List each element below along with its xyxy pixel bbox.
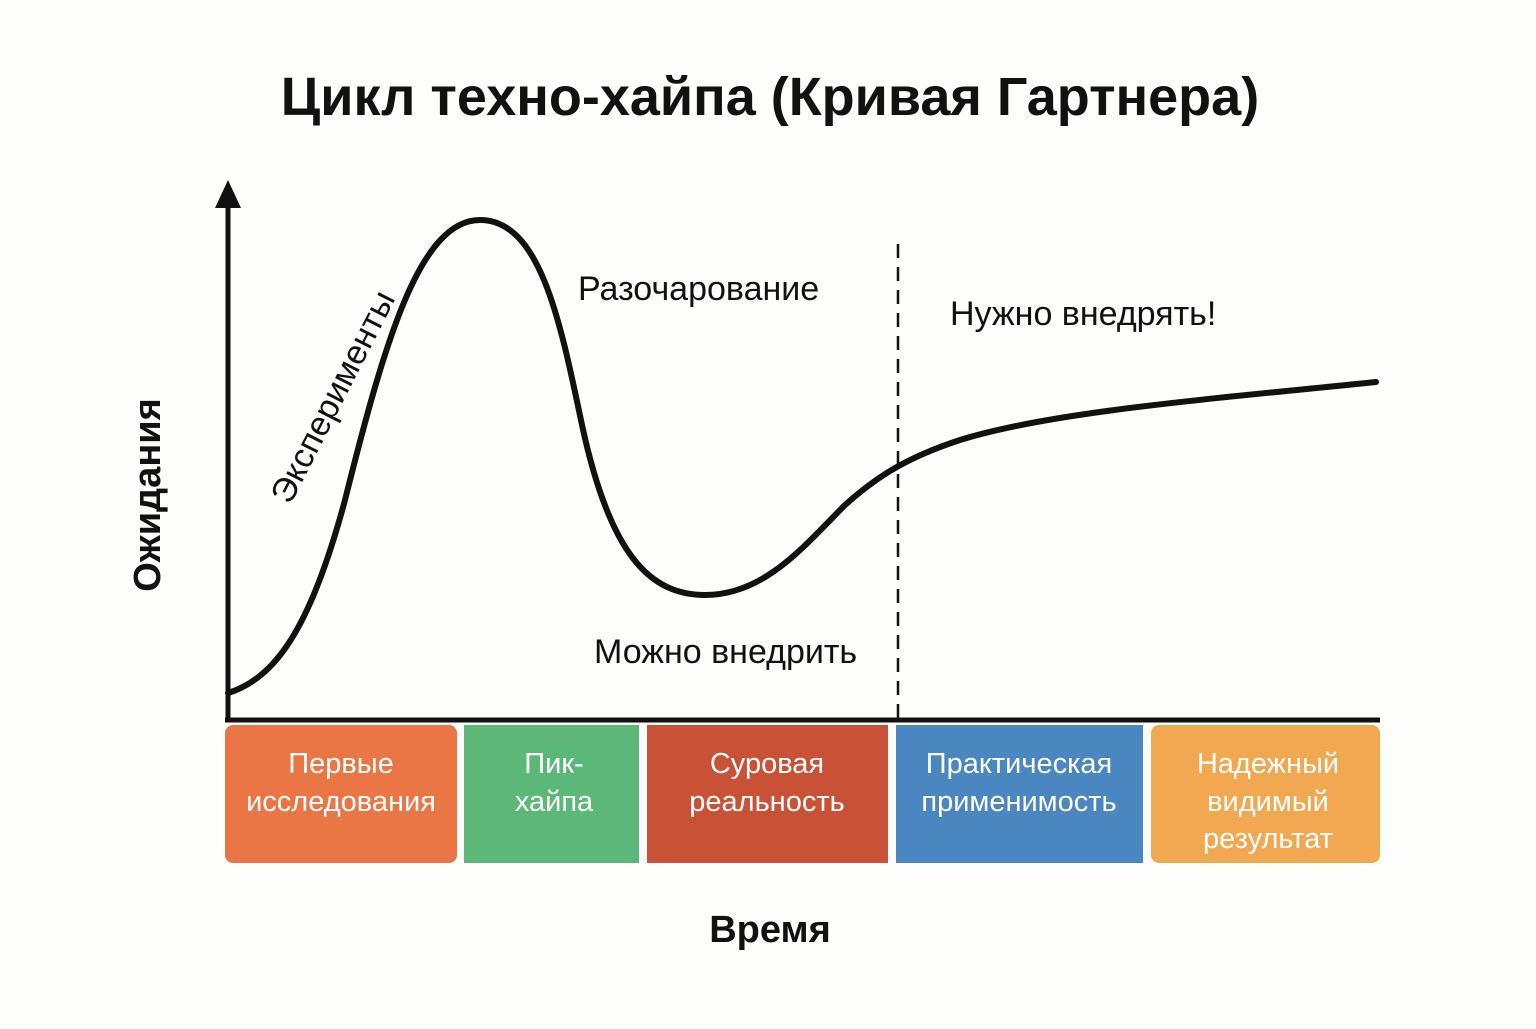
annotation-trough: Можно внедрить	[594, 633, 857, 671]
annotation-plateau: Нужно внедрять!	[950, 295, 1216, 333]
phase-box-4	[896, 725, 1143, 863]
phase-box-3	[647, 725, 888, 863]
annotation-fall: Разочарование	[578, 270, 819, 308]
y-axis-arrow-icon	[215, 180, 241, 208]
annotation-rise: Эксперименты	[263, 285, 403, 510]
phase-box-2	[464, 725, 639, 863]
x-axis-label: Время	[709, 909, 831, 951]
phase-box-5	[1151, 725, 1380, 863]
chart-title: Цикл техно-хайпа (Кривая Гартнера)	[281, 67, 1259, 127]
hype-curve	[225, 216, 1379, 696]
y-axis-label: Ожидания	[127, 398, 169, 592]
phase-box-1	[225, 725, 457, 863]
phase-label-2: Пик-хайпа	[515, 748, 594, 818]
